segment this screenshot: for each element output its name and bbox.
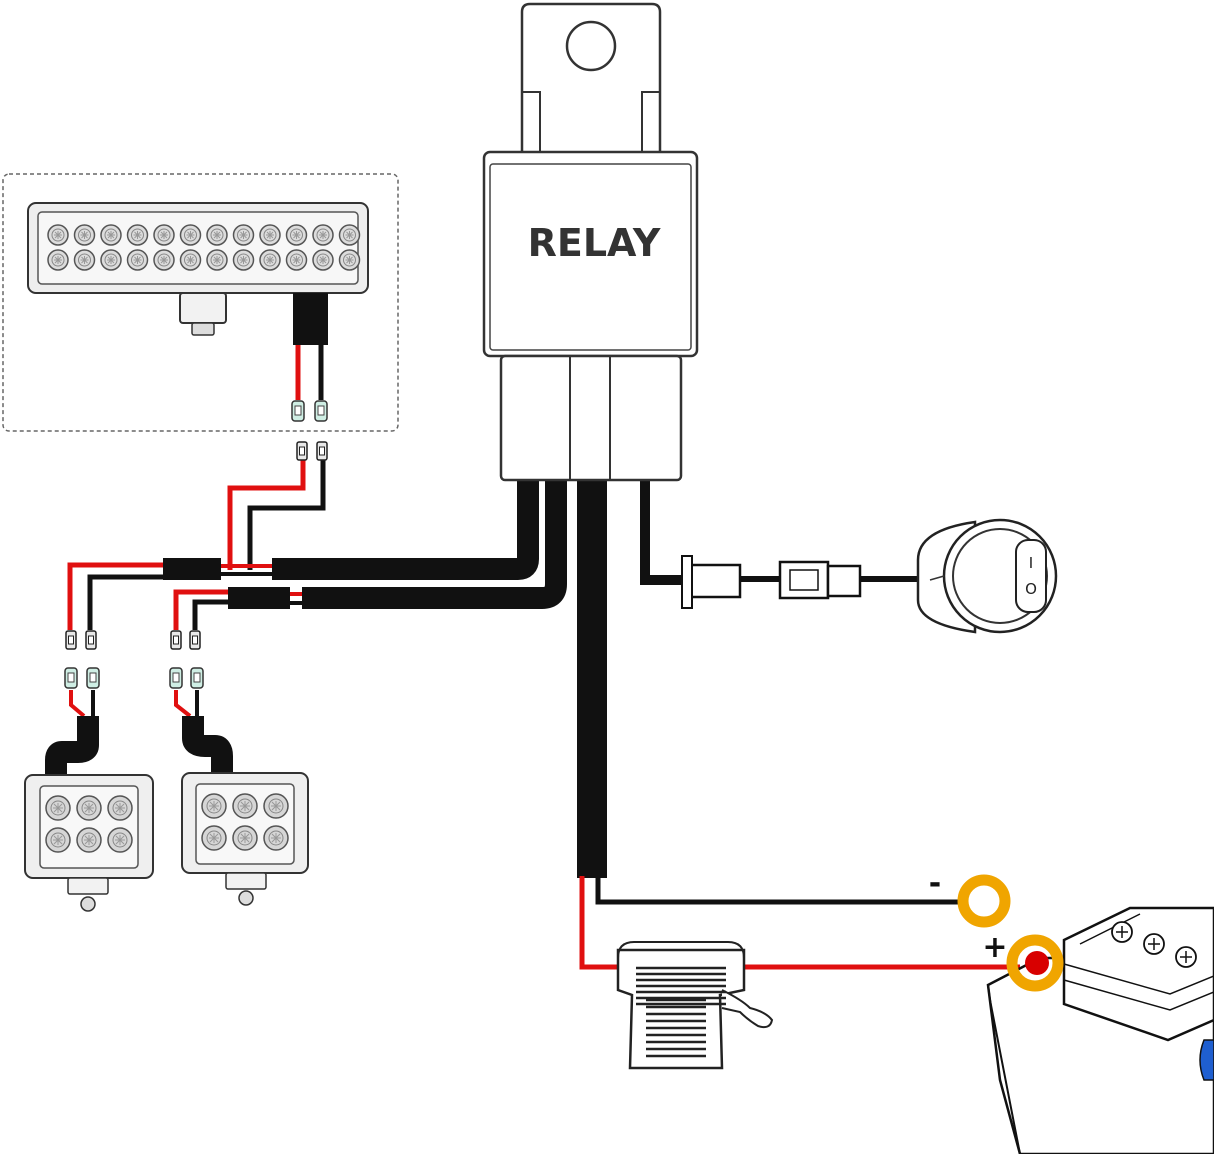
led-lens <box>338 249 361 271</box>
relay-label: RELAY <box>528 221 661 265</box>
fuse-holder-icon <box>616 941 774 1070</box>
pod-1-connectors <box>64 630 100 689</box>
led-lens <box>206 224 228 246</box>
battery-positive-post <box>1025 951 1049 975</box>
ring-terminal-icon <box>1006 934 1064 992</box>
pod-light-2 <box>174 690 309 906</box>
harness-sheath-lower <box>302 480 567 609</box>
led-lens <box>232 249 255 271</box>
pod-light-icon <box>24 774 154 912</box>
led-lens <box>73 249 96 271</box>
rocker-switch-icon[interactable]: I O <box>916 518 1058 634</box>
harness-red-to-pod-2 <box>173 589 230 630</box>
harness-red-to-light-bar <box>227 460 306 570</box>
heat-shrink-upper <box>163 558 221 580</box>
led-lens <box>232 224 255 246</box>
led-lens <box>73 224 96 246</box>
harness-red-to-pod-1 <box>67 562 165 630</box>
switch-connector-plug <box>681 555 742 609</box>
heat-shrink-lower <box>228 587 290 609</box>
led-lens <box>47 249 69 271</box>
switch-wire <box>640 480 690 585</box>
power-cable-sheath <box>577 480 607 878</box>
led-lens <box>153 224 175 246</box>
switch-off-mark: O <box>1025 580 1037 598</box>
relay-icon: RELAY <box>482 2 699 482</box>
led-lens <box>179 249 202 271</box>
light-bar-spade-connectors <box>291 400 328 422</box>
led-lens <box>312 249 334 271</box>
pod-2-connectors <box>169 630 204 689</box>
ring-terminal-icon <box>957 874 1011 928</box>
harness-black-to-light-bar <box>247 460 326 570</box>
led-lens <box>47 224 69 246</box>
led-lens <box>100 249 122 271</box>
led-lens <box>153 249 175 271</box>
pod-light-1 <box>24 690 154 912</box>
harness-light-bar-connectors <box>296 441 328 461</box>
led-lens <box>100 224 122 246</box>
led-lens <box>206 249 228 271</box>
led-lens <box>259 249 281 271</box>
battery-negative-wire <box>595 876 958 905</box>
led-lens <box>179 224 202 246</box>
led-lens <box>285 224 308 246</box>
led-lens <box>338 224 361 246</box>
harness-black-to-pod-2 <box>192 599 230 630</box>
led-lens <box>312 224 334 246</box>
led-light-bar-icon <box>27 202 369 345</box>
wiring <box>67 340 1020 970</box>
positive-ring-terminal: + <box>982 930 1064 992</box>
led-lens <box>126 224 149 246</box>
harness-black-to-pod-1 <box>87 574 165 630</box>
led-lens <box>126 249 149 271</box>
battery-icon <box>986 906 1214 1154</box>
harness-sheath-upper <box>272 480 539 580</box>
battery-positive-wire-to-fuse <box>579 876 618 970</box>
pod-light-icon <box>181 772 309 906</box>
positive-label: + <box>982 930 1007 965</box>
negative-label: - <box>929 866 941 901</box>
led-lens <box>285 249 308 271</box>
switch-on-mark: I <box>1029 554 1033 572</box>
led-lens <box>259 224 281 246</box>
negative-ring-terminal: - <box>929 866 1011 928</box>
light-bar-dashed-frame <box>2 173 399 432</box>
battery-blue-terminal-cover <box>1199 1039 1214 1081</box>
switch-connector-socket <box>778 560 862 600</box>
light-bar-group <box>2 173 399 432</box>
